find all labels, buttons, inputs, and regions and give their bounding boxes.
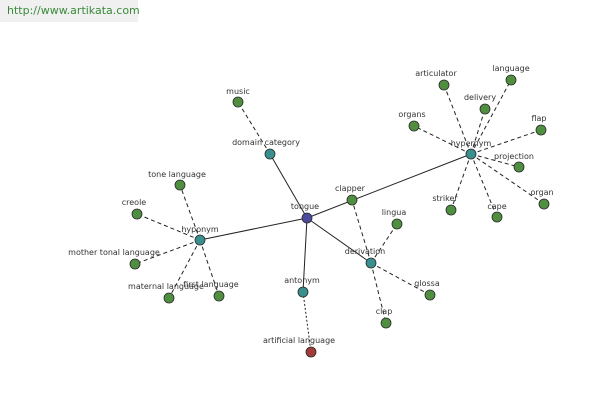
word-organ-node[interactable] <box>538 198 550 210</box>
word-creole-node[interactable] <box>131 208 143 220</box>
word-clap-node[interactable] <box>380 317 392 329</box>
word-clapper-label: clapper <box>335 184 366 193</box>
edge-hyponym-maternal <box>168 239 201 299</box>
nodes <box>129 74 550 358</box>
word-flap-label: flap <box>531 114 546 123</box>
word-maternal-node[interactable] <box>163 292 175 304</box>
edge-domain-music <box>237 101 271 155</box>
relation-antonym-label: antonym <box>284 276 320 285</box>
edge-derivation-lingua <box>370 223 398 264</box>
word-organ-label: organ <box>530 188 553 197</box>
labels: tongue hyponym domain category hypernym deri… <box>68 64 553 345</box>
word-mother-tonal-node[interactable] <box>129 258 141 270</box>
word-glossa-node[interactable] <box>424 289 436 301</box>
relation-antonym-node[interactable] <box>297 286 309 298</box>
word-tongue-label: tongue <box>291 202 319 211</box>
relation-derivation-label: derivation <box>345 247 385 256</box>
relation-hyponym-label: hyponym <box>181 225 219 234</box>
edge-hypernym-language <box>470 79 512 155</box>
word-maternal-label: maternal language <box>128 282 204 291</box>
word-flap-node[interactable] <box>535 124 547 136</box>
word-delivery-node[interactable] <box>479 103 491 115</box>
word-glossa-label: glossa <box>414 279 440 288</box>
word-mother-tonal-label: mother tonal language <box>68 248 160 257</box>
word-cape-node[interactable] <box>491 211 503 223</box>
relation-derivation-node[interactable] <box>365 257 377 269</box>
edges <box>134 79 545 353</box>
word-first-language-label: first language <box>183 280 239 289</box>
word-lingua-node[interactable] <box>391 218 403 230</box>
edge-hypernym-flap <box>470 129 542 155</box>
edge-hypernym-projection <box>470 153 520 168</box>
word-cape-label: cape <box>487 202 506 211</box>
word-clapper-node[interactable] <box>346 194 358 206</box>
word-striker-label: striker <box>432 194 458 203</box>
relation-hypernym-label: hypernym <box>451 139 492 148</box>
edge-derivation-clapper <box>351 199 372 264</box>
edge-hyponym-creole <box>136 213 201 241</box>
word-projection-label: projection <box>494 152 534 161</box>
word-striker-node[interactable] <box>445 204 457 216</box>
relation-domain-node[interactable] <box>264 148 276 160</box>
word-articulator-label: articulator <box>415 69 457 78</box>
word-music-node[interactable] <box>232 96 244 108</box>
edge-tongue-hyponym <box>199 217 308 241</box>
edge-hypernym-articulator <box>443 84 472 155</box>
edge-hyponym-mother_tonal <box>134 239 201 265</box>
edge-tongue-hypernym <box>306 153 472 219</box>
edge-tongue-antonym <box>302 217 308 293</box>
word-delivery-label: delivery <box>464 93 496 102</box>
word-projection-node[interactable] <box>513 161 525 173</box>
word-tone-language-node[interactable] <box>174 179 186 191</box>
edge-tongue-domain <box>269 153 308 219</box>
word-language-node[interactable] <box>505 74 517 86</box>
relation-hypernym-node[interactable] <box>465 148 477 160</box>
word-artificial-language-label: artificial language <box>263 336 335 345</box>
edge-hypernym-delivery <box>470 108 486 155</box>
word-language-label: language <box>492 64 529 73</box>
word-articulator-node[interactable] <box>438 79 450 91</box>
word-tone-language-label: tone language <box>148 170 206 179</box>
edge-derivation-clap <box>370 262 387 324</box>
edge-hypernym-cape <box>470 153 498 218</box>
edge-hypernym-organ <box>470 153 545 205</box>
edge-hypernym-striker <box>450 153 472 211</box>
word-tongue-node[interactable] <box>301 212 313 224</box>
word-music-label: music <box>226 87 250 96</box>
word-organs-node[interactable] <box>408 120 420 132</box>
edge-hypernym-organs <box>413 125 472 155</box>
word-clap-label: clap <box>376 307 393 316</box>
url-bar: http://www.artikata.com <box>0 0 140 22</box>
relation-hyponym-node[interactable] <box>194 234 206 246</box>
word-first-language-node[interactable] <box>213 290 225 302</box>
word-artificial-language-node[interactable] <box>305 346 317 358</box>
word-creole-label: creole <box>122 198 147 207</box>
edge-hyponym-tone_language <box>179 184 201 241</box>
word-lingua-label: lingua <box>382 208 407 217</box>
url-link[interactable]: http://www.artikata.com <box>7 4 140 17</box>
relation-domain-label: domain category <box>232 138 300 147</box>
word-organs-label: organs <box>398 110 425 119</box>
edge-hyponym-first_language <box>199 239 220 297</box>
edge-tongue-derivation <box>306 217 372 264</box>
